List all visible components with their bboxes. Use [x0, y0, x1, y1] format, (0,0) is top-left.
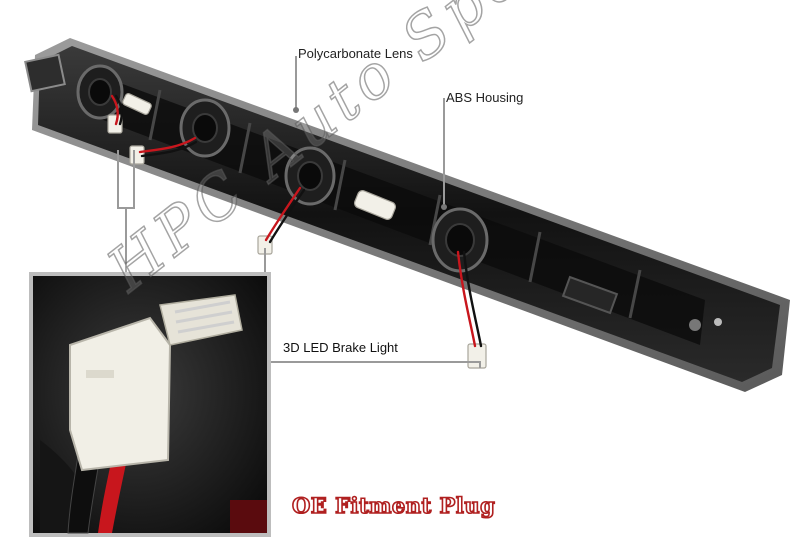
- mount-screw: [689, 319, 701, 331]
- mounting-tab: [24, 53, 66, 93]
- inset-lens-accent: [230, 500, 267, 533]
- wire-pairs: [110, 94, 483, 348]
- leader-dot-housing: [441, 204, 447, 210]
- socket-centers: [88, 78, 475, 257]
- callout-abs-housing: ABS Housing: [446, 90, 524, 105]
- leader-dot-lens: [293, 107, 299, 113]
- callout-led-brake-light: 3D LED Brake Light: [283, 340, 398, 355]
- callout-leaders: [117, 56, 481, 368]
- right-clip: [561, 275, 619, 315]
- mount-screw-2: [714, 318, 722, 326]
- housing-ribs: [148, 89, 642, 319]
- inset-plug: [40, 294, 243, 534]
- callout-polycarbonate-lens: Polycarbonate Lens: [298, 46, 413, 61]
- inset-caption: OE Fitment Plug: [291, 492, 496, 519]
